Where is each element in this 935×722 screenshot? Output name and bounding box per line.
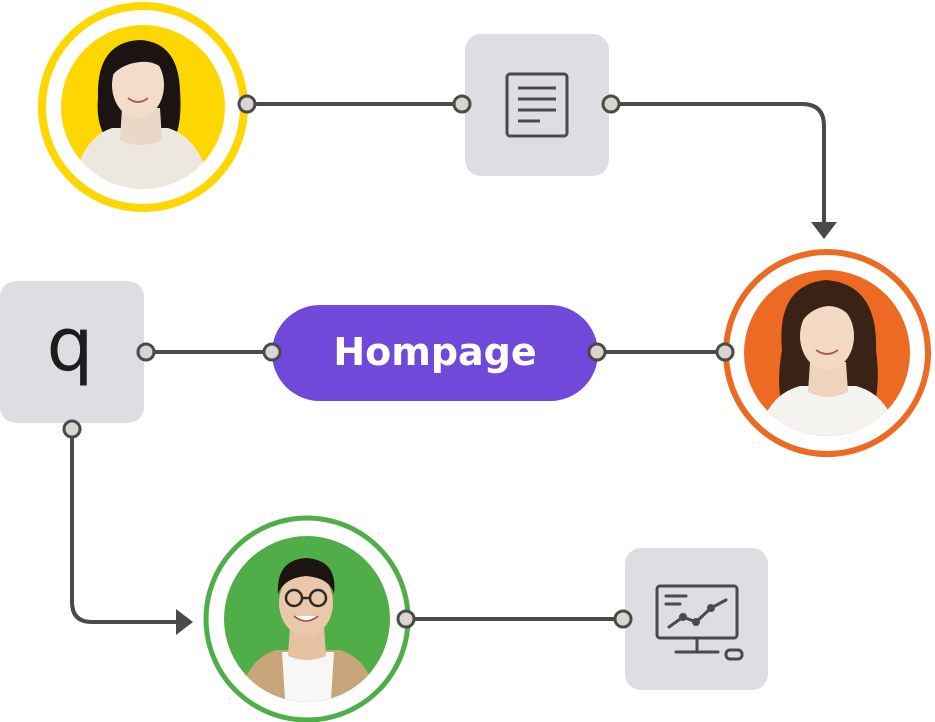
- person-top-hair-front: [110, 47, 170, 78]
- port-doc-left[interactable]: [452, 94, 472, 114]
- hompage-pill-bg: [272, 305, 598, 401]
- port-bottom-person-right[interactable]: [396, 609, 416, 629]
- connectors: [70, 102, 826, 624]
- person-top-neck: [120, 108, 162, 145]
- connector-q-to-bottom-person: [70, 427, 178, 624]
- person-bottom-neck: [288, 626, 326, 660]
- hompage-pill-button[interactable]: Hompage: [272, 305, 598, 401]
- person-top-smile: [127, 97, 149, 103]
- port-pill-right[interactable]: [587, 342, 607, 362]
- port-right-person-left[interactable]: [715, 342, 735, 362]
- person-bottom-hair: [277, 558, 335, 594]
- person-node-top[interactable]: [38, 2, 248, 212]
- person-node-right[interactable]: [723, 249, 931, 457]
- connector-doc-to-right-person: [609, 102, 826, 226]
- person-right-smile: [815, 349, 839, 355]
- document-tile-bg: [465, 34, 609, 176]
- document-tile[interactable]: [465, 34, 609, 176]
- port-monitor-left[interactable]: [613, 609, 633, 629]
- port-pill-left[interactable]: [262, 342, 282, 362]
- analytics-tile[interactable]: [625, 548, 768, 690]
- person-right-hair-front: [798, 292, 858, 330]
- analytics-monitor-icon: [655, 584, 744, 661]
- search-node-bg: [0, 281, 144, 423]
- person-bottom-face: [279, 570, 333, 636]
- port-top-person-right[interactable]: [237, 94, 257, 114]
- port-q-right[interactable]: [136, 342, 156, 362]
- person-bottom-smile: [293, 615, 319, 622]
- glasses-icon: [284, 588, 328, 608]
- search-node[interactable]: q: [0, 281, 144, 423]
- document-lines-icon: [505, 72, 569, 138]
- arrowhead-down: [811, 222, 837, 239]
- connector-ports: [62, 94, 735, 629]
- arrowhead-right: [176, 609, 193, 635]
- person-bottom-shirt: [282, 652, 334, 702]
- person-node-bottom[interactable]: [203, 515, 411, 722]
- person-right-neck: [808, 362, 848, 397]
- person-top-face: [112, 52, 164, 118]
- port-doc-right[interactable]: [601, 94, 621, 114]
- person-right-face: [800, 302, 854, 370]
- hompage-pill-label: Hompage: [333, 330, 536, 374]
- port-q-bottom[interactable]: [62, 419, 82, 439]
- search-node-glyph: q: [47, 302, 94, 388]
